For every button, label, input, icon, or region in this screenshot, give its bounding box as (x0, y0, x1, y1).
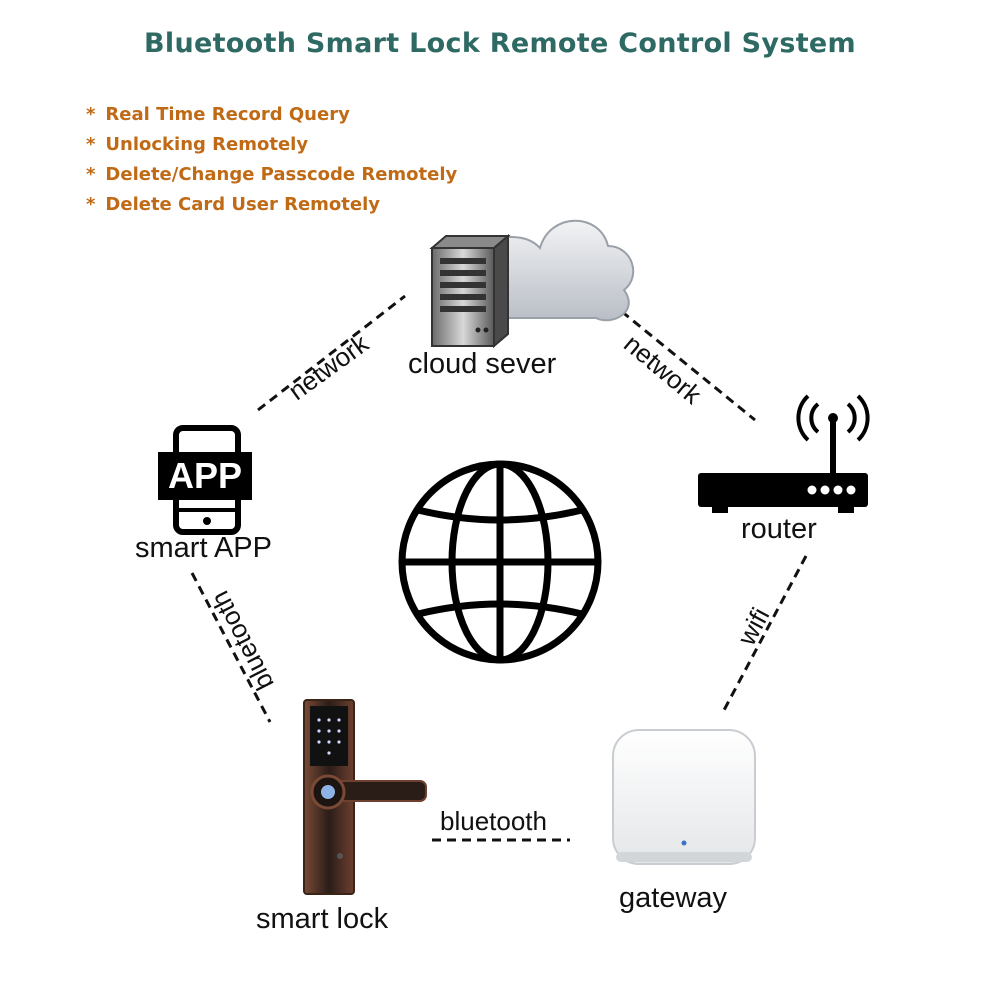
feature-item: * Unlocking Remotely (86, 130, 457, 160)
feature-text: Real Time Record Query (105, 104, 350, 125)
feature-bullet: * (86, 104, 96, 125)
feature-item: * Delete/Change Passcode Remotely (86, 160, 457, 190)
link-app-cloud (257, 294, 406, 412)
router-icon (698, 394, 870, 513)
router-label: router (741, 513, 817, 545)
feature-bullet: * (86, 134, 96, 155)
page-title: Bluetooth Smart Lock Remote Control Syst… (144, 28, 856, 59)
cloud-server-label: cloud sever (408, 348, 557, 380)
app-badge-text: APP (167, 455, 243, 496)
feature-item: * Delete Card User Remotely (86, 190, 457, 220)
globe-icon (398, 460, 602, 664)
feature-text: Delete Card User Remotely (105, 194, 381, 215)
feature-text: Delete/Change Passcode Remotely (105, 164, 458, 185)
gateway-label: gateway (619, 882, 728, 914)
feature-item: * Real Time Record Query (86, 100, 457, 130)
smart-app-label: smart APP (135, 532, 272, 564)
feature-bullet: * (86, 194, 96, 215)
smart-lock-icon (303, 699, 427, 895)
smart-lock-label: smart lock (256, 903, 389, 935)
feature-list: * Real Time Record Query * Unlocking Remot… (86, 100, 457, 220)
link-label-lock-gateway: bluetooth (440, 806, 547, 836)
cloud-server-icon (429, 219, 635, 349)
link-cloud-router (609, 300, 756, 422)
feature-bullet: * (86, 164, 96, 185)
link-app-lock (190, 572, 272, 723)
feature-text: Unlocking Remotely (105, 134, 309, 155)
smartphone-app-icon (158, 425, 252, 535)
gateway-icon (612, 729, 756, 865)
